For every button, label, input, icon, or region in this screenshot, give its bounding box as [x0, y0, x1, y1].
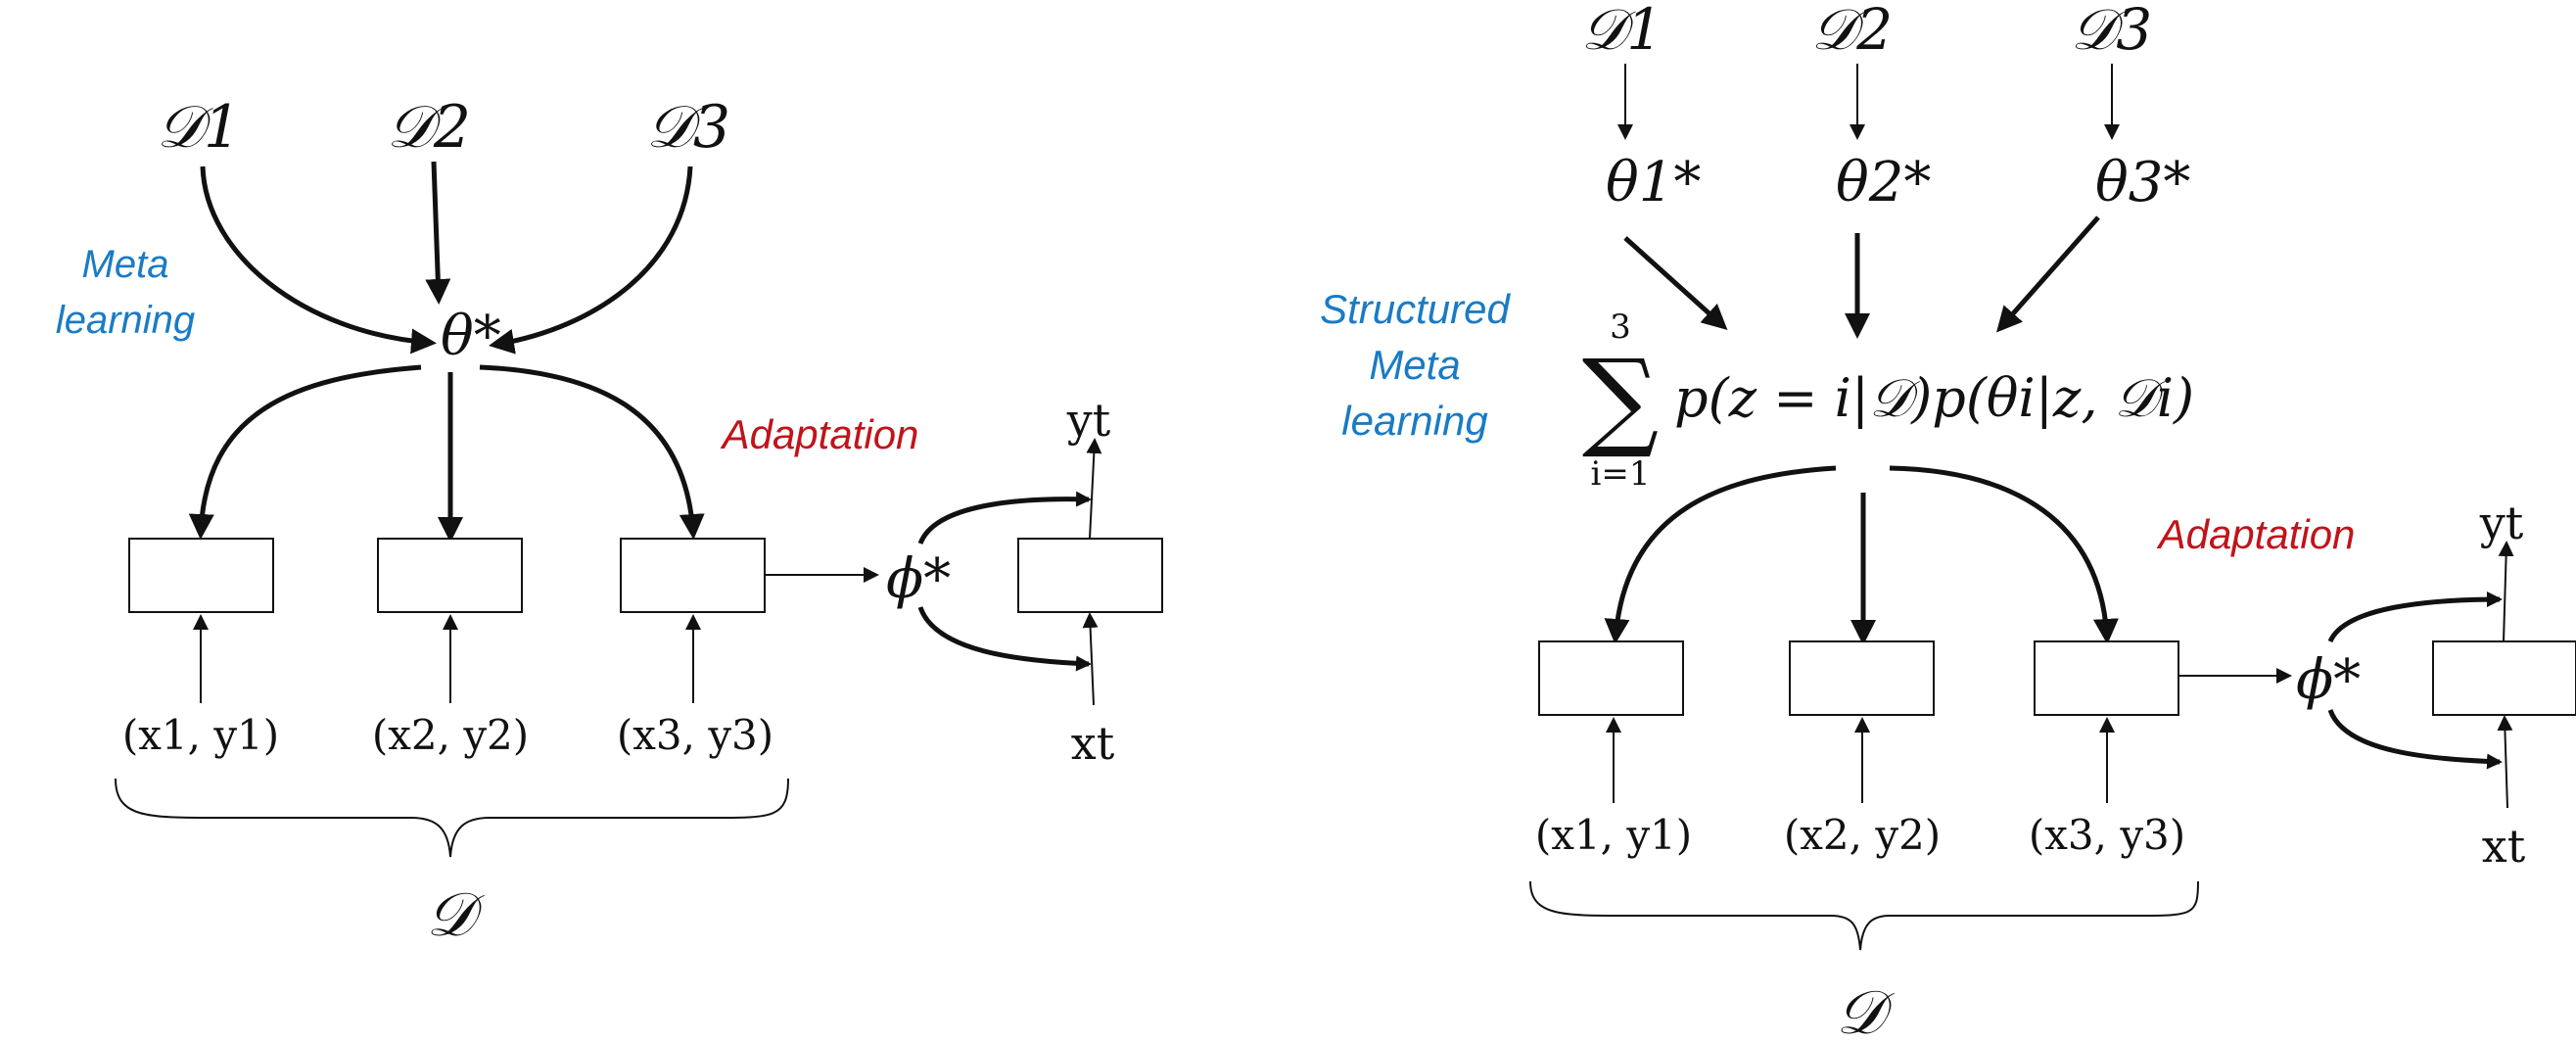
left-output-x: xt: [1071, 717, 1115, 770]
left-box-3: [620, 538, 766, 613]
left-adaptation-label: Adaptation: [720, 411, 919, 457]
right-arrow-theta1-sum: [1623, 236, 1728, 331]
right-meta-label-line1: Structured: [1320, 286, 1511, 332]
right-box-1: [1538, 640, 1684, 716]
right-input-2: (x2, y2): [1784, 811, 1941, 859]
right-panel: 𝒟1 𝒟2 𝒟3 θ1* θ2* θ3* Structured Meta lea…: [1320, 0, 2576, 1042]
left-arrow-d1-theta: [200, 166, 437, 355]
right-brace: [1529, 880, 2199, 951]
left-arrow-yt: [1086, 438, 1102, 540]
right-theta-1: θ1*: [1606, 151, 1701, 214]
left-arrow-theta-box1: [188, 364, 422, 540]
left-brace: [115, 778, 789, 858]
right-meta-label-line3: learning: [1341, 398, 1487, 444]
left-phi-star: ϕ*: [886, 547, 951, 611]
left-output-y: yt: [1066, 394, 1111, 447]
right-arrow-phi-up: [2327, 592, 2503, 643]
left-meta-label-line1: Meta: [82, 243, 169, 286]
left-arrow-d2-theta: [425, 161, 451, 305]
right-output-y: yt: [2479, 497, 2524, 549]
right-sum-upper: 3: [1610, 308, 1631, 347]
left-arrow-theta-box3: [479, 364, 705, 540]
right-arrow-theta3-sum: [1996, 215, 2100, 333]
right-adaptation-label: Adaptation: [2156, 511, 2356, 557]
left-arrow-xt: [1082, 612, 1099, 706]
right-dataset-2: 𝒟2: [1811, 0, 1893, 63]
left-input-1: (x1, y1): [122, 711, 279, 759]
right-box-target: [2432, 640, 2576, 716]
right-arrow-phi-down: [2327, 709, 2503, 770]
right-arrow-sum-box1: [1604, 465, 1837, 644]
right-arrow-sum-box3: [1889, 465, 2119, 644]
right-arrow-xt: [2497, 715, 2513, 809]
left-input-3: (x3, y3): [617, 711, 773, 759]
left-dataset-2: 𝒟2: [387, 93, 471, 162]
right-input-1: (x1, y1): [1535, 811, 1692, 859]
right-dataset-3: 𝒟3: [2071, 0, 2152, 63]
right-sum-lower: i=1: [1591, 454, 1651, 494]
left-arrow-d3-theta: [489, 166, 693, 355]
right-box-3: [2034, 640, 2179, 716]
left-dataset-total: 𝒟: [426, 878, 485, 950]
right-phi-star: ϕ*: [2296, 648, 2361, 712]
left-dataset-1: 𝒟1: [157, 93, 241, 162]
right-arrow-yt: [2498, 541, 2514, 642]
right-theta-2: θ2*: [1836, 151, 1931, 214]
right-sum-expression: p(z = i|𝒟)p(θi|z, 𝒟i): [1674, 367, 2194, 429]
right-meta-label-line2: Meta: [1369, 342, 1460, 388]
right-output-x: xt: [2482, 820, 2526, 873]
left-input-2: (x2, y2): [372, 711, 529, 759]
left-box-target: [1017, 538, 1163, 613]
left-theta-star: θ*: [441, 305, 501, 368]
right-theta-3: θ3*: [2095, 151, 2190, 214]
left-arrow-phi-up: [917, 491, 1092, 545]
right-sum-symbol: ∑: [1582, 336, 1660, 461]
left-meta-label-line2: learning: [56, 299, 195, 342]
left-box-1: [128, 538, 274, 613]
right-dataset-total: 𝒟: [1836, 976, 1895, 1042]
left-panel: 𝒟1 𝒟2 𝒟3 Meta learning θ* (x1, y1) (x2, …: [56, 93, 1163, 950]
left-arrow-phi-down: [917, 606, 1092, 672]
right-dataset-1: 𝒟1: [1581, 0, 1663, 63]
right-input-3: (x3, y3): [2029, 811, 2185, 859]
left-box-2: [377, 538, 523, 613]
left-dataset-3: 𝒟3: [646, 93, 730, 162]
right-box-2: [1789, 640, 1935, 716]
